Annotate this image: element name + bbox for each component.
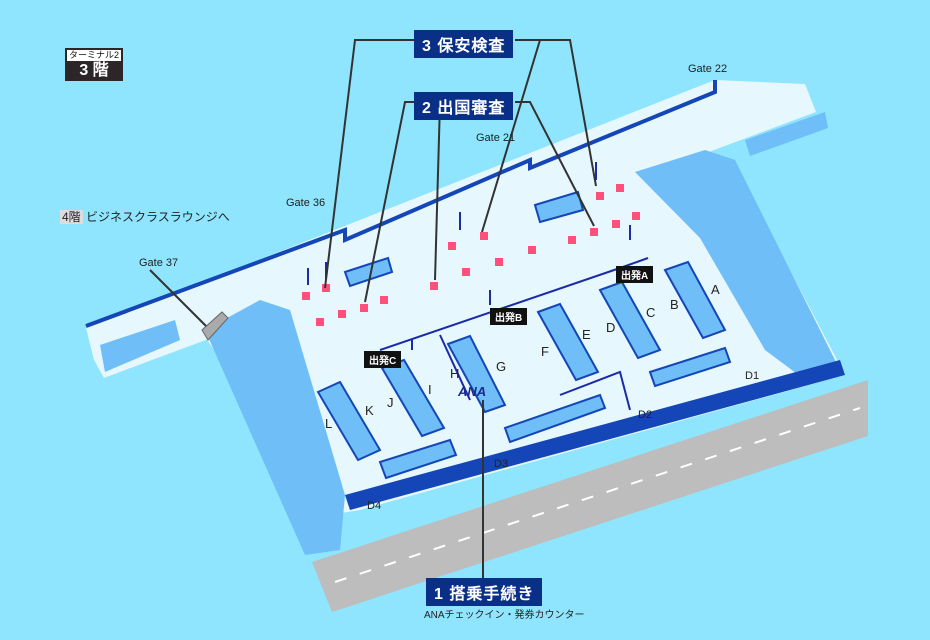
floor-badge: ターミナル2 3 階 — [65, 48, 123, 81]
counter-b: B — [670, 297, 679, 312]
concourse-wall — [85, 80, 717, 328]
security-booths — [302, 184, 640, 326]
counter-f: F — [541, 344, 549, 359]
concourse-gate-block — [745, 112, 828, 156]
door-d2[interactable]: D2 — [638, 409, 653, 421]
callout-immigration[interactable]: 2 出国審査 — [414, 92, 514, 120]
counter-j: J — [387, 395, 394, 410]
counter-l: L — [325, 416, 333, 431]
left-wall — [205, 300, 345, 555]
departure-c[interactable]: 出発C — [364, 351, 402, 368]
departure-a[interactable]: 出発A — [616, 266, 654, 283]
lounge-note[interactable]: 4階 ビジネスクラスラウンジへ — [60, 208, 230, 225]
door-d1[interactable]: D1 — [745, 370, 760, 382]
road — [312, 380, 868, 612]
concourse-gate-block — [100, 320, 180, 372]
front-building-edge — [345, 360, 845, 510]
gate-22[interactable]: Gate 22 — [688, 63, 728, 75]
callout-checkin[interactable]: 1 搭乗手続き — [426, 578, 543, 606]
counter-d: D — [606, 320, 616, 335]
leader-lines — [149, 39, 597, 580]
counter-k: K — [365, 403, 374, 418]
departure-b[interactable]: 出発B — [490, 308, 528, 325]
gate-36[interactable]: Gate 36 — [286, 197, 326, 209]
counter-g: G — [496, 359, 507, 374]
counter-a: A — [711, 282, 720, 297]
gate-21[interactable]: Gate 21 — [476, 132, 516, 144]
door-d3[interactable]: D3 — [494, 458, 509, 470]
lounge-floor: 4階 — [60, 210, 83, 224]
ana-logo: ANA — [458, 384, 487, 399]
right-wall — [635, 150, 840, 382]
counters — [316, 190, 732, 480]
counter-c: C — [646, 305, 656, 320]
lounge-text: ビジネスクラスラウンジへ — [86, 210, 230, 224]
door-d4[interactable]: D4 — [367, 500, 382, 512]
floor-label: 3 階 — [79, 62, 109, 79]
gate-37[interactable]: Gate 37 — [139, 257, 179, 269]
escalator — [201, 311, 229, 341]
counter-h: H — [450, 366, 460, 381]
counter-i: I — [428, 382, 432, 397]
counter-e: E — [582, 327, 591, 342]
checkin-subtitle: ANAチェックイン・発券カウンター — [424, 610, 585, 621]
terminal-label: ターミナル2 — [67, 50, 121, 61]
callout-security[interactable]: 3 保安検査 — [414, 30, 514, 58]
